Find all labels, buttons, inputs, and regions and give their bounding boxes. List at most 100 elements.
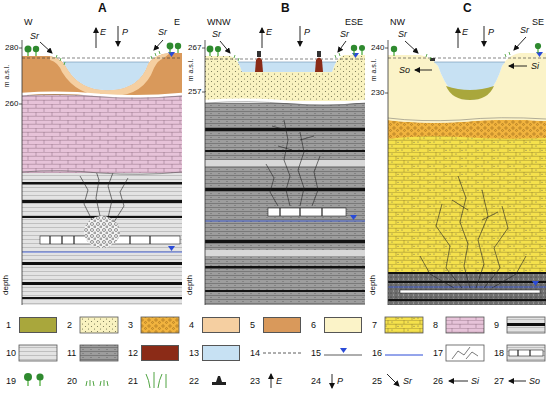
legend-number: 16 (372, 349, 382, 358)
drawn-shape (141, 317, 179, 333)
drawn-shape (452, 200, 498, 220)
label-text: 257 (188, 88, 201, 96)
legend-swatch (202, 317, 240, 333)
drawn-shape (255, 58, 323, 73)
legend-number: 1 (6, 321, 11, 330)
drawn-shape (420, 256, 526, 288)
drawn-shape (24, 373, 32, 381)
label-text: WNW (207, 18, 231, 27)
drawn-shape (263, 353, 301, 354)
drawn-shape (22, 58, 182, 59)
label-text: A (98, 2, 107, 14)
label-text: C (463, 2, 472, 14)
drawn-shape (509, 66, 527, 67)
drawn-shape (114, 178, 128, 222)
label-text: 230 (371, 89, 384, 97)
drawn-shape (25, 43, 182, 56)
drawn-shape (517, 350, 518, 356)
drawn-shape (507, 317, 545, 333)
drawn-shape (255, 58, 263, 73)
label-text: So (529, 377, 540, 386)
legend-swatch (324, 317, 362, 333)
drawn-shape (509, 350, 543, 356)
drawn-shape (298, 132, 304, 206)
label-text: W (24, 18, 33, 27)
axis-label: m a.s.l. (187, 59, 194, 82)
drawn-shape (388, 299, 546, 301)
drawn-shape (168, 246, 175, 251)
drawn-shape (61, 236, 62, 244)
drawn-shape (458, 28, 459, 48)
label-text: P (122, 28, 128, 37)
drawn-shape (385, 355, 423, 356)
drawn-shape (332, 374, 333, 388)
drawn-shape (19, 345, 57, 361)
drawn-shape (388, 118, 546, 121)
drawn-shape (96, 28, 97, 48)
label-text: Sr (340, 30, 349, 39)
legend-number: 6 (311, 321, 316, 330)
drawn-shape (426, 52, 510, 60)
drawn-shape (317, 51, 321, 57)
drawn-shape (338, 41, 346, 52)
drawn-shape (507, 345, 545, 361)
drawn-shape (73, 236, 74, 244)
drawn-shape (507, 323, 545, 326)
label-text: Si (471, 377, 479, 386)
drawn-shape (509, 381, 526, 382)
drawn-shape (205, 59, 365, 60)
label-text: E (174, 18, 180, 27)
drawn-shape (400, 290, 540, 293)
drawn-shape (266, 120, 320, 206)
drawn-shape (168, 52, 175, 57)
drawn-shape (388, 287, 546, 288)
label-text: B (281, 2, 290, 14)
label-text: P (337, 377, 343, 386)
drawn-shape (40, 26, 163, 53)
drawn-shape (205, 103, 365, 305)
legend-samples (19, 317, 545, 388)
drawn-shape (518, 350, 530, 356)
drawn-shape (22, 182, 182, 299)
drawn-shape (466, 352, 478, 359)
drawn-shape (86, 380, 108, 386)
legend-number: 17 (433, 349, 443, 358)
drawn-shape (315, 58, 323, 73)
legend-number: 24 (311, 377, 321, 386)
legend-number: 5 (250, 321, 255, 330)
legend-number: 10 (6, 349, 16, 358)
section-b (202, 26, 365, 305)
legend-swatch (202, 345, 240, 361)
drawn-shape (80, 317, 118, 333)
label-text: 240 (371, 44, 384, 52)
drawn-shape (234, 53, 340, 61)
drawn-shape (118, 26, 119, 46)
legend-number: 4 (189, 321, 194, 330)
label-text: 260 (5, 100, 18, 108)
drawn-shape (436, 204, 462, 288)
axis-label: m a.s.l. (3, 65, 10, 88)
label-text: So (398, 66, 411, 75)
drawn-shape (202, 48, 205, 49)
drawn-shape (476, 190, 488, 288)
drawn-shape (40, 42, 52, 53)
drawn-shape (22, 40, 23, 305)
drawn-shape (169, 49, 170, 53)
drawn-shape (324, 355, 362, 356)
drawn-shape (205, 100, 365, 104)
drawn-shape (149, 236, 150, 244)
drawn-shape (19, 104, 22, 105)
drawn-shape (434, 62, 505, 100)
drawn-shape (529, 350, 530, 356)
drawn-shape (388, 40, 389, 305)
label-text: Sr (403, 377, 412, 386)
label-text: Sr (30, 32, 39, 41)
label-text: SE (532, 18, 544, 27)
label-text: P (488, 28, 494, 37)
legend-number: 26 (433, 377, 443, 386)
drawn-shape (353, 51, 354, 55)
legend-number: 22 (189, 377, 199, 386)
drawn-shape (22, 172, 182, 305)
label-text: P (304, 28, 310, 37)
